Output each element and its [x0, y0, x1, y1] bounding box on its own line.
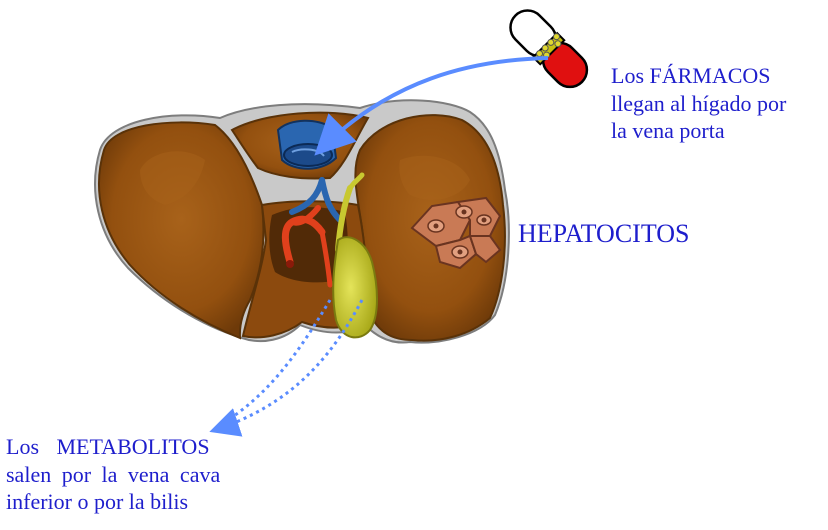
metabolitos-label: Los METABOLITOS salen por la vena cava i…: [6, 433, 268, 516]
farmacos-line-1: Los FÁRMACOS: [611, 62, 826, 90]
farmacos-line-2: llegan al hígado por: [611, 90, 826, 118]
farmacos-line-3: la vena porta: [611, 117, 826, 145]
hepatocitos-label: HEPATOCITOS: [518, 218, 689, 251]
metabolitos-line-1: Los METABOLITOS: [6, 433, 268, 461]
farmacos-label: Los FÁRMACOS llegan al hígado por la ven…: [611, 62, 826, 145]
metabolitos-line-2: salen por la vena cava: [6, 461, 268, 489]
pill-capsule-icon: [503, 3, 594, 94]
metabolitos-line-3: inferior o por la bilis: [6, 488, 268, 516]
